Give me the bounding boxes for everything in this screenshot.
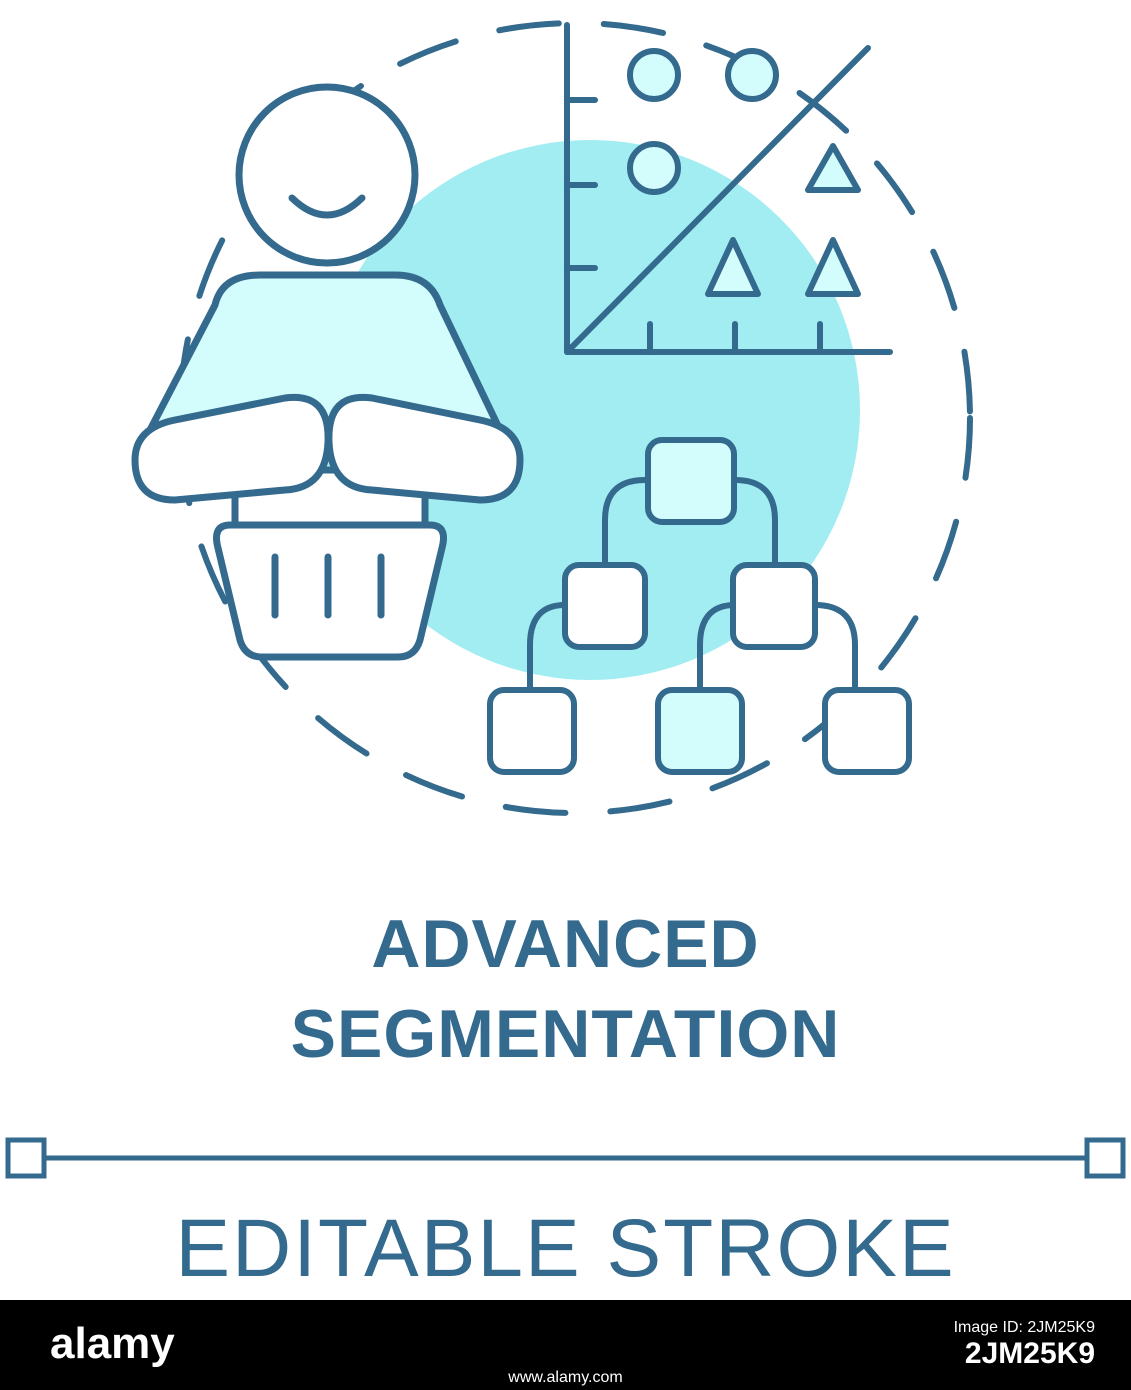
decision-boundary [564, 45, 871, 355]
person-with-basket-icon [131, 83, 524, 661]
divider-handle-right [1084, 1137, 1126, 1179]
image-id-block: Image ID: 2JM25K9 2JM25K9 [740, 1300, 1095, 1390]
head [235, 83, 419, 267]
title-line-2: SEGMENTATION [290, 996, 841, 1072]
stroke-width-divider [5, 1137, 1126, 1179]
tree-node-root [645, 437, 737, 525]
footer-bar [0, 1300, 1131, 1390]
scatter-classification-chart-icon [564, 22, 893, 355]
right-arm [325, 393, 524, 504]
image-id-label: Image ID: 2JM25K9 [953, 1318, 1095, 1336]
tree-connector [732, 477, 778, 568]
editable-stroke-label: EDITABLE STROKE [175, 1203, 956, 1294]
circle-point [627, 48, 681, 102]
tree-connector [602, 477, 648, 568]
title-line-1: ADVANCED [371, 906, 760, 982]
advanced-segmentation-icon [131, 20, 973, 816]
tree-node [822, 687, 912, 775]
triangle-point [705, 237, 761, 297]
triangle-point [805, 237, 861, 297]
tree-connector [697, 602, 738, 693]
torso [146, 271, 504, 434]
dashed-ring [177, 20, 973, 816]
left-arm [131, 393, 332, 504]
divider-handle-left [5, 1137, 47, 1179]
tree-node [562, 562, 648, 650]
brand-logo: alamy [50, 1319, 175, 1368]
tree-node [730, 562, 818, 650]
hierarchy-tree-icon [487, 437, 912, 775]
triangle-point [805, 143, 861, 193]
source-url: www.alamy.com [508, 1369, 623, 1386]
smile [288, 194, 366, 219]
circle-point [627, 141, 681, 195]
tree-connector [527, 602, 568, 693]
tree-connector [812, 602, 858, 693]
image-id-value: 2JM25K9 [964, 1336, 1095, 1370]
circle-point [725, 48, 779, 102]
tree-node [655, 687, 745, 775]
tree-node [487, 687, 577, 775]
